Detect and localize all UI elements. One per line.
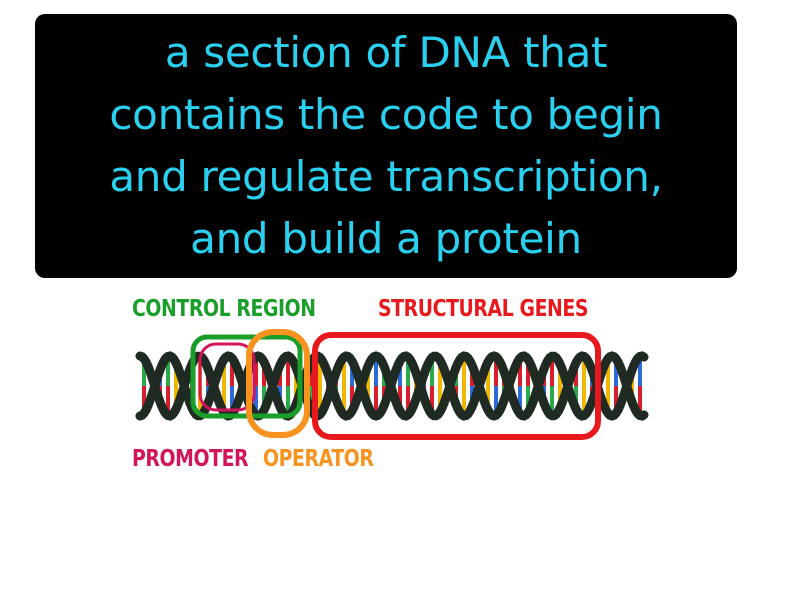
dna-backbone-strands bbox=[135, 351, 649, 421]
promoter-box bbox=[198, 342, 256, 412]
operator-box bbox=[246, 329, 310, 438]
definition-line-4: and build a protein bbox=[190, 214, 582, 263]
operator-label: OPERATOR bbox=[263, 446, 374, 472]
definition-line-3: and regulate transcription, bbox=[109, 152, 663, 201]
dna-helix-illustration bbox=[135, 329, 649, 440]
definition-line-1: a section of DNA that bbox=[164, 28, 608, 77]
promoter-label: PROMOTER bbox=[132, 446, 249, 472]
operon-diagram: CONTROL REGION STRUCTURAL GENES PROMOTER… bbox=[0, 280, 800, 500]
dna-strand-bottom bbox=[135, 351, 649, 421]
control-region-label: CONTROL REGION bbox=[132, 296, 316, 322]
definition-line-2: contains the code to begin bbox=[109, 90, 663, 139]
structural-genes-box bbox=[312, 332, 601, 440]
structural-genes-label: STRUCTURAL GENES bbox=[378, 296, 589, 322]
definition-box: a section of DNA that contains the code … bbox=[35, 14, 737, 278]
